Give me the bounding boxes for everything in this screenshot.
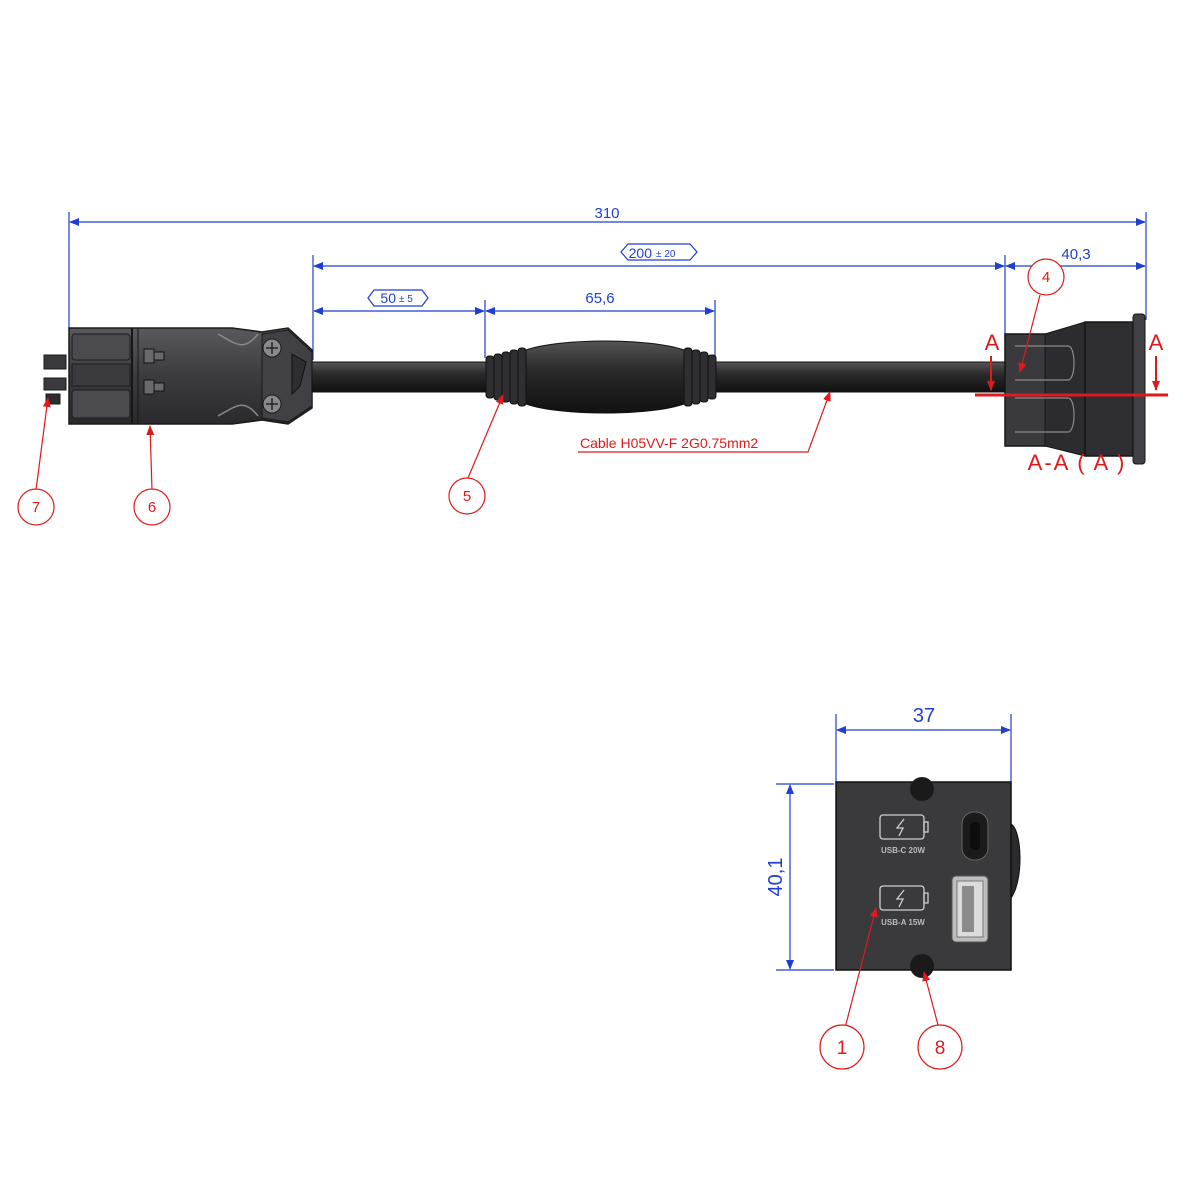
cable-sleeve [485,340,717,414]
balloon-8: 8 [935,1038,946,1059]
balloon-1: 1 [837,1038,848,1059]
dim-cable-length: 200 [629,245,653,261]
dim-sleeve-length: 65,6 [585,290,614,307]
balloon-4: 4 [1042,269,1050,286]
plug-connector [43,327,313,425]
module-front-dimensions [776,714,1012,971]
balloon-labels-bottom: 1 8 [837,1038,946,1059]
charging-battery-icon [879,814,929,840]
balloons-bottom [819,907,963,1070]
usb-a-label: USB-A 15W [881,918,925,927]
tolerance-box-200 [620,243,698,261]
dim-cable-tolerance: ± 20 [656,249,676,260]
section-cut: A A A-A ( A ) [975,330,1168,475]
dimension-lines [68,212,1147,360]
mount-hole-bottom [910,954,934,978]
cable-label: Cable H05VV-F 2G0.75mm2 [580,435,758,451]
module-front-dim-texts: 37 40,1 [765,705,935,896]
usb-c-port-icon [961,811,989,861]
section-marker-right: A [1149,330,1164,355]
tolerance-box-50 [367,289,429,307]
usb-c-label: USB-C 20W [881,846,925,855]
module-side-view [1004,313,1146,465]
section-marker-left: A [985,330,1000,355]
mount-hole-top [910,777,934,801]
dim-overall-length: 310 [594,205,619,222]
balloon-labels-top: 7 6 5 4 [32,269,1050,516]
section-label: A-A ( A ) [1028,450,1127,475]
dimension-texts: 310 200 ± 20 40,3 50 ± 5 65,6 [380,205,1090,307]
balloon-5: 5 [463,488,471,505]
usb-a-port-icon [951,875,989,943]
dim-module-height: 40,1 [765,858,787,897]
cable-callout: Cable H05VV-F 2G0.75mm2 [578,391,831,453]
dim-module-width: 37 [913,705,935,727]
dim-module-depth: 40,3 [1061,246,1090,263]
charging-battery-icon [879,885,929,911]
balloon-6: 6 [148,499,156,516]
balloons-top [17,258,1065,526]
balloon-7: 7 [32,499,40,516]
module-front-view: USB-C 20W USB-A 15W [835,777,1021,978]
dim-to-sleeve-tolerance: ± 5 [399,294,413,305]
dim-to-sleeve: 50 [380,290,396,306]
